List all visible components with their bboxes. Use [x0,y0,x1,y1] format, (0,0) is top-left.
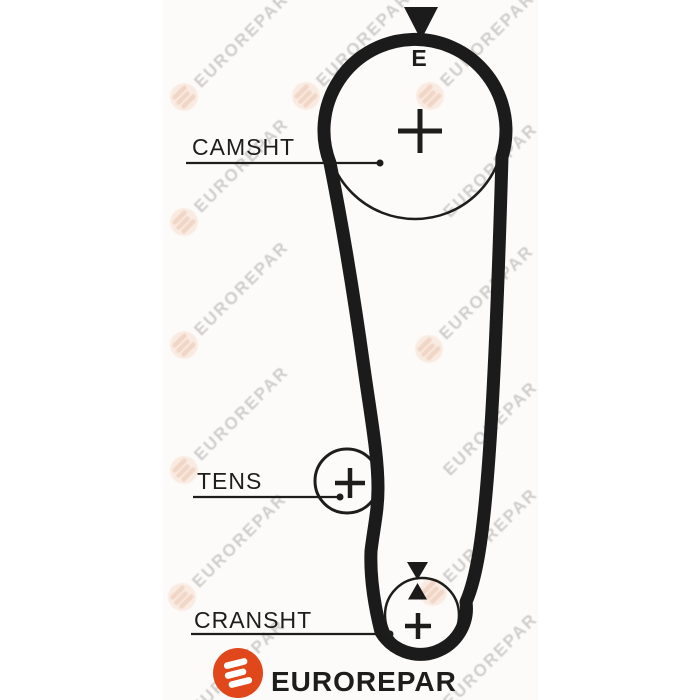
watermark-e-icon [172,210,196,234]
crankshaft-timing-marks-icon [407,562,428,600]
crankshaft-label: CRANSHT [194,607,312,633]
crankshaft-leader-dot [386,630,394,638]
watermark-e-icon [172,85,196,109]
camshaft-timing-arrow-icon [404,7,438,40]
camshaft-label: CAMSHT [192,134,295,160]
watermark-e-icon [172,458,196,482]
photo-area-background [163,0,538,700]
camshaft-mark-letter: E [411,45,426,71]
watermark-e-icon [294,84,318,108]
brand-logo: EUROREPAR [213,648,457,698]
tensioner-label: TENS [197,468,262,494]
watermark-e-icon [421,580,445,604]
brand-e-icon [223,658,253,688]
crankshaft-center-cross-icon [405,613,431,639]
camshaft-leader-dot [376,159,384,167]
tensioner-center-cross-icon [335,468,365,498]
brand-logo-text: EUROREPAR [271,666,457,697]
tensioner-leader-dot [336,493,344,501]
watermark-e-icon [417,337,441,361]
watermark-e-icon [418,84,442,108]
timing-belt-path [317,32,513,661]
camshaft-center-cross-icon [398,109,442,153]
watermark-e-icon [170,585,194,609]
watermark-e-icon [172,333,196,357]
